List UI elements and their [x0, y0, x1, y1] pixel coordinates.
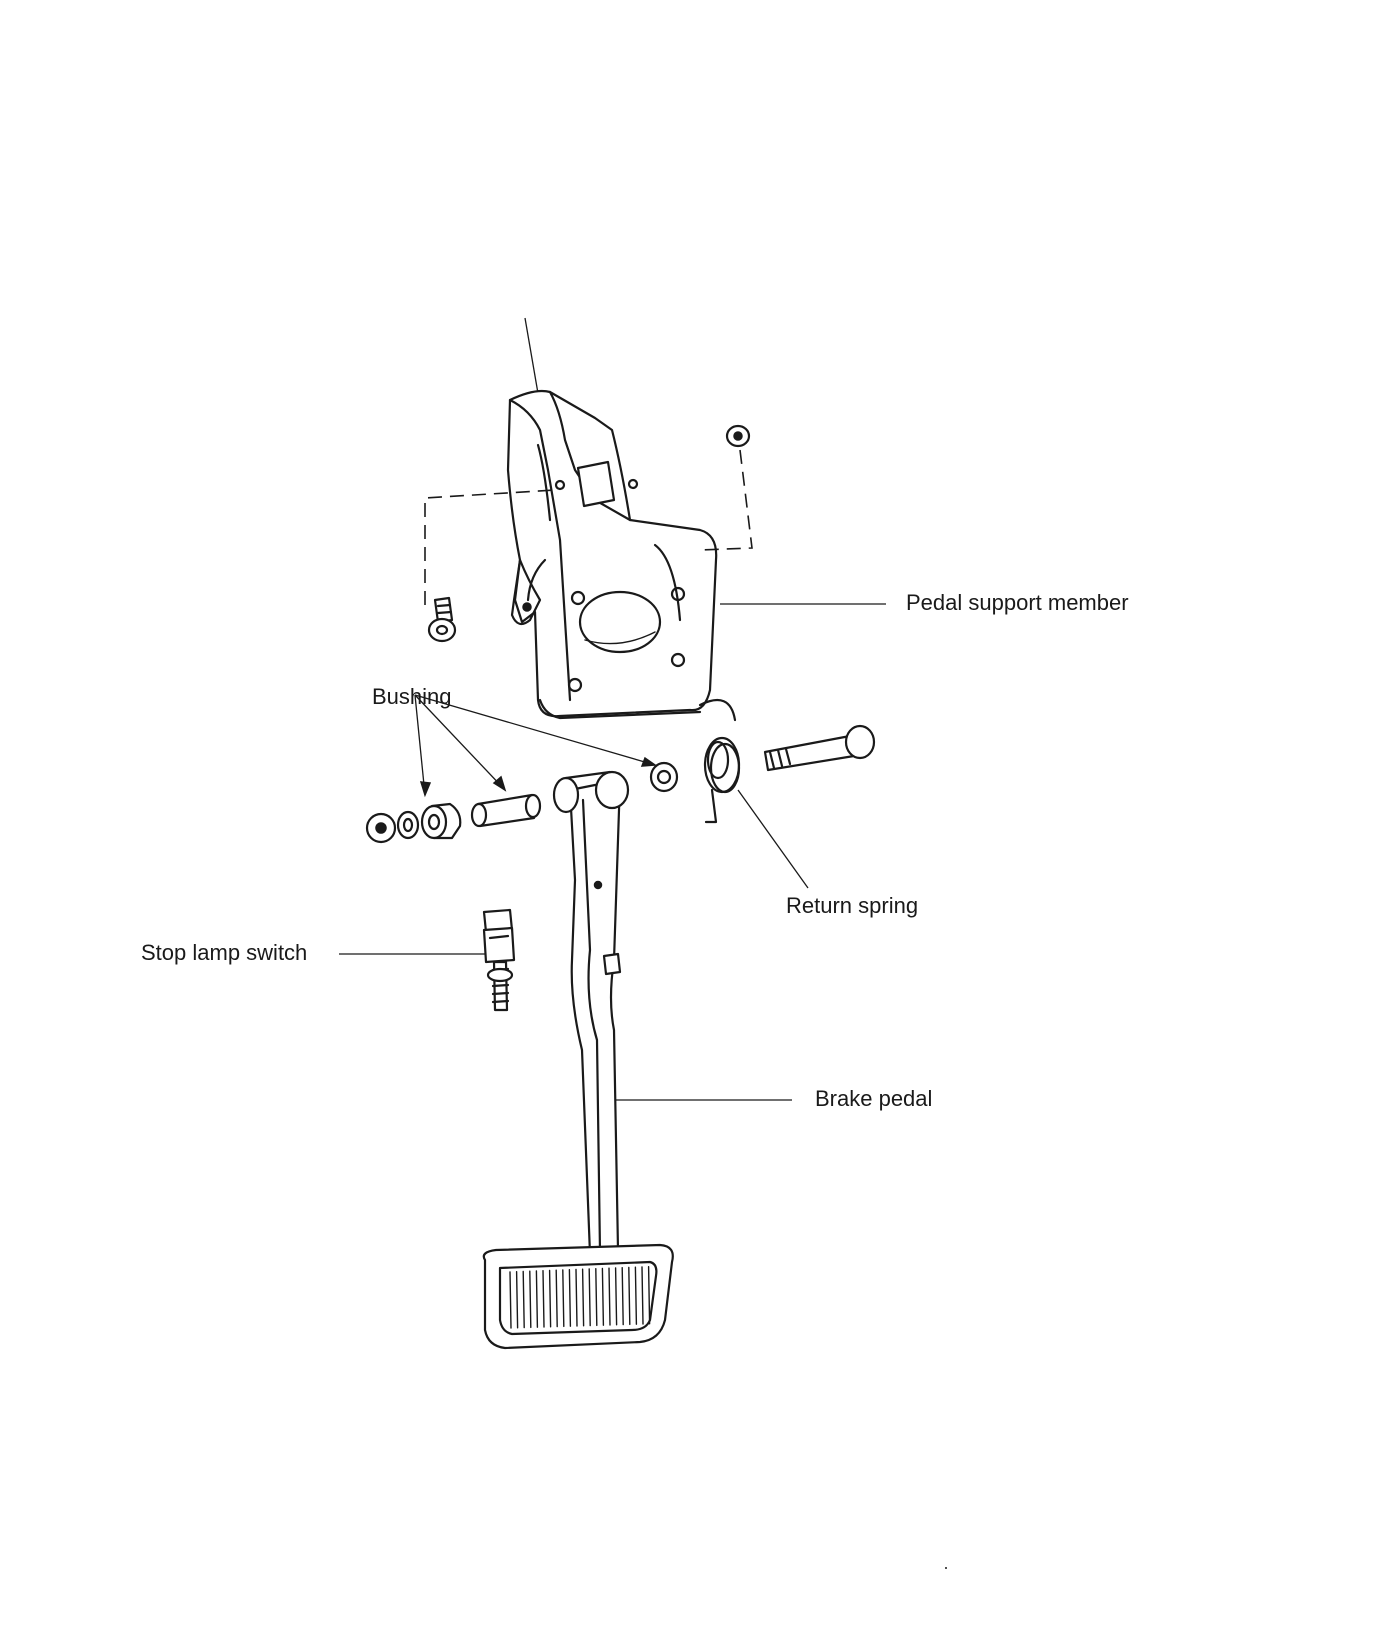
pedal-pad-rib	[529, 1270, 532, 1329]
pedal-pad-rib	[608, 1267, 611, 1326]
pedal-pad-rib	[575, 1268, 578, 1327]
pedal-pad-ribs	[509, 1266, 651, 1329]
return-spring-label: Return spring	[786, 893, 919, 918]
stray-mark	[945, 1567, 947, 1569]
stop-lamp-switch-label: Stop lamp switch	[141, 940, 308, 965]
mounting-bolt-left	[424, 489, 556, 643]
pedal-pad-rib	[581, 1268, 585, 1327]
bushing-leaders	[414, 694, 658, 798]
return-spring	[698, 698, 741, 824]
nut-washer-bushing-left	[365, 802, 462, 844]
pedal-pad-rib	[588, 1268, 591, 1327]
pedal-pad-rib	[601, 1267, 605, 1326]
pedal-pad-rib	[522, 1270, 525, 1329]
pedal-pad-rib	[628, 1266, 631, 1326]
pedal-pad-rib	[555, 1269, 558, 1328]
pivot-bolt	[763, 724, 876, 772]
pedal-support-member-label: Pedal support member	[906, 590, 1129, 615]
brake-pedal-pad	[482, 1243, 674, 1350]
bushing-sleeve	[470, 793, 542, 828]
pedal-pad-rib	[634, 1266, 638, 1325]
pedal-pad-rib	[614, 1267, 618, 1326]
bushing-label: Bushing	[372, 684, 452, 709]
pedal-pad-rib	[515, 1271, 519, 1329]
pedal-pad-rib	[509, 1271, 512, 1329]
pedal-pad-rib	[568, 1269, 572, 1327]
pedal-pad-rib	[562, 1269, 565, 1328]
stop-lamp-switch	[482, 908, 516, 1012]
pedal-pad-rib	[647, 1266, 651, 1325]
brake-pedal-arm	[552, 770, 630, 1256]
pedal-pad-rib	[595, 1268, 598, 1327]
pedal-support-member	[506, 389, 718, 720]
bushing-right	[649, 761, 679, 793]
pedal-pad-rib	[621, 1267, 624, 1326]
return-spring-leader	[737, 789, 809, 889]
pedal-pad-rib	[542, 1270, 545, 1328]
pedal-pad-rib	[535, 1270, 539, 1328]
pedal-pad-rib	[641, 1266, 644, 1325]
mounting-nut-top	[699, 424, 753, 551]
brake-pedal-label: Brake pedal	[815, 1086, 933, 1111]
pedal-pad-rib	[548, 1269, 552, 1328]
